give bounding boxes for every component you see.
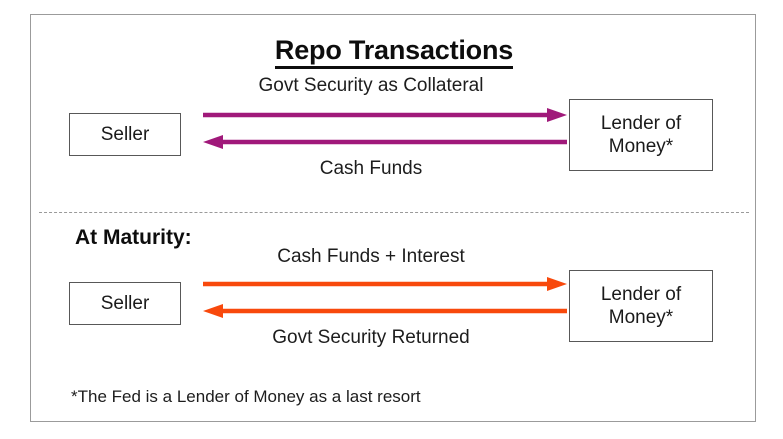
cash-funds-interest-flow-label: Cash Funds + Interest <box>277 246 465 267</box>
collateral-flow-label: Govt Security as Collateral <box>258 75 484 96</box>
lender-box-initial: Lender of Money* <box>569 99 713 171</box>
lender-box-maturity: Lender of Money* <box>569 270 713 342</box>
cash-funds-flow-label: Cash Funds <box>319 158 423 179</box>
page-title-text: Repo Transactions <box>274 35 513 69</box>
collateral-arrow-right <box>203 108 567 122</box>
maturity-heading: At Maturity: <box>75 226 192 249</box>
seller-box-maturity: Seller <box>69 282 181 325</box>
seller-box-initial-label: Seller <box>100 123 150 145</box>
section-divider <box>39 212 749 213</box>
cash-funds-arrow-left <box>203 135 567 149</box>
lender-box-initial-label-line2: Money* <box>608 136 674 157</box>
lender-box-maturity-label-line1: Lender of <box>600 283 682 305</box>
security-returned-flow-label: Govt Security Returned <box>272 327 470 348</box>
seller-box-initial: Seller <box>69 113 181 156</box>
slide-frame: Repo Transactions Seller Lender of Money… <box>30 14 756 422</box>
cash-funds-interest-arrow-right <box>203 277 567 291</box>
lender-box-initial-label-line1: Lender of <box>600 112 682 134</box>
footnote: *The Fed is a Lender of Money as a last … <box>71 387 421 406</box>
page-title: Repo Transactions <box>31 35 757 69</box>
seller-box-maturity-label: Seller <box>100 292 150 314</box>
security-returned-arrow-left <box>203 304 567 318</box>
lender-box-maturity-label-line2: Money* <box>608 307 674 328</box>
